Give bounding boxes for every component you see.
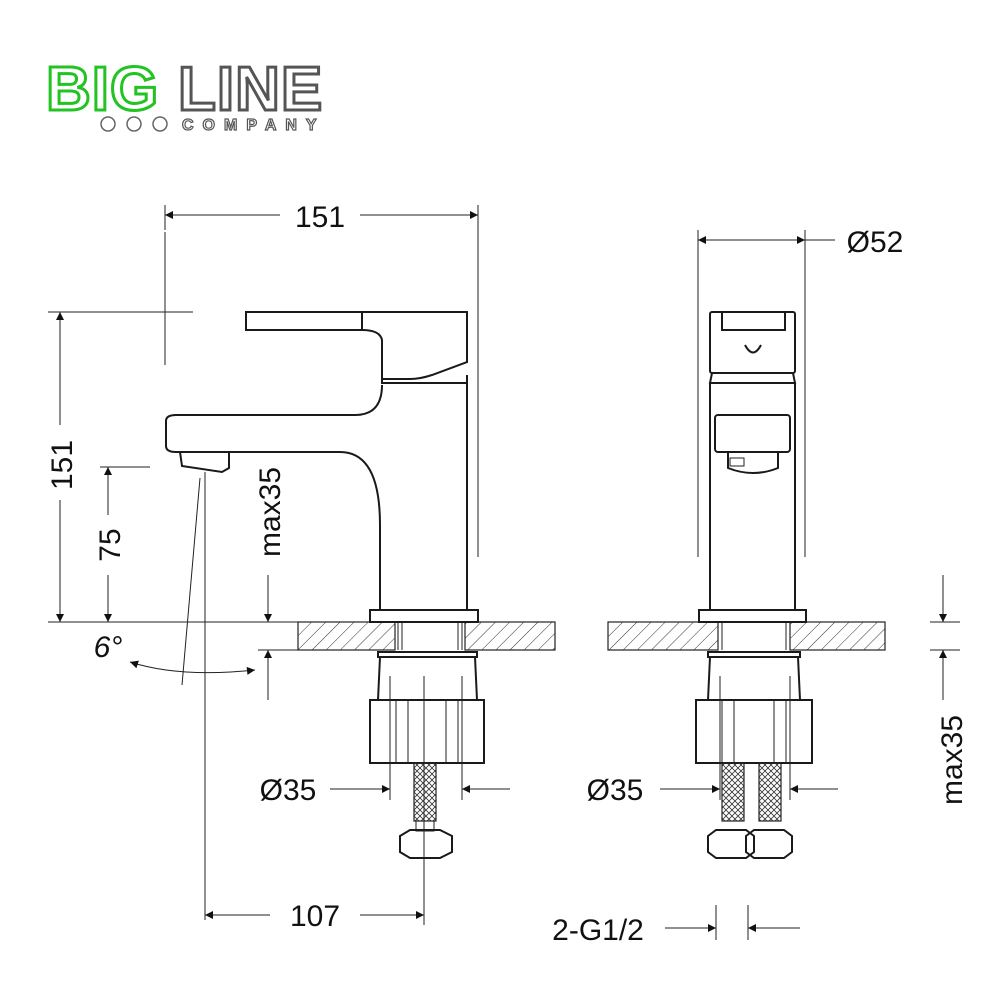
countertop-section (464, 621, 556, 651)
faucet-side-profile (165, 311, 479, 623)
front-view: Ø52 Ø35 max35 2-G1/2 (552, 226, 969, 947)
mounting-nut-side (369, 651, 485, 925)
dim-spout-height-75: 75 (94, 528, 127, 561)
dim-angle-6: 6° (94, 631, 123, 664)
dim-height-151: 151 (46, 440, 79, 490)
dim-body-52: Ø52 (847, 226, 904, 259)
logo-brand-line: LINE (178, 55, 323, 124)
bigline-logo: BIG LINE COMPANY (45, 54, 326, 135)
countertop-section (297, 621, 396, 651)
dim-hole-35-front: Ø35 (587, 774, 644, 807)
side-view: 151 151 75 max35 6° Ø35 107 (46, 201, 556, 933)
dim-width-151: 151 (295, 201, 345, 234)
logo-brand-big: BIG (46, 55, 159, 124)
mounting-nut-front (695, 651, 813, 940)
countertop-section (607, 621, 719, 651)
dim-reach-107: 107 (290, 900, 340, 933)
logo-circle-icon (152, 116, 168, 132)
logo-tagline: COMPANY (182, 117, 326, 134)
logo-circle-icon (100, 116, 116, 132)
logo-circle-icon (126, 116, 142, 132)
dim-hole-35-side: Ø35 (260, 774, 317, 807)
dim-max35-front: max35 (936, 715, 969, 805)
dim-max35-side: max35 (254, 467, 287, 557)
countertop-section (789, 621, 886, 651)
faucet-front-profile (698, 311, 807, 623)
dim-connection-g12: 2-G1/2 (552, 914, 644, 947)
